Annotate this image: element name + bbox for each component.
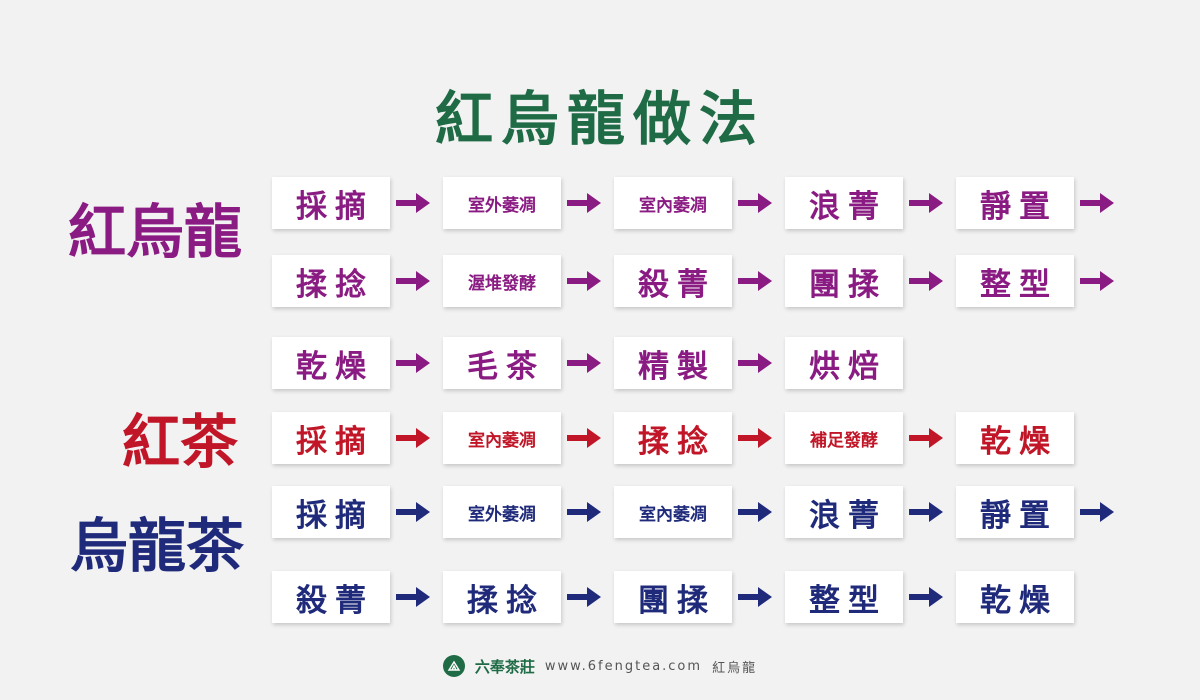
category-label-hong-wulong: 紅烏龍 (68, 198, 243, 266)
arrow-right-icon (567, 353, 601, 373)
arrow-right-icon (738, 502, 772, 522)
arrow-right-icon (567, 502, 601, 522)
process-step: 採摘 (272, 177, 390, 229)
process-step: 團揉 (785, 255, 903, 307)
arrow-right-icon (1080, 193, 1114, 213)
arrow-right-icon (909, 271, 943, 291)
arrow-right-icon (909, 193, 943, 213)
arrow-right-icon (396, 502, 430, 522)
footer-url[interactable]: www.6fengtea.com (544, 658, 703, 674)
arrow-right-icon (567, 193, 601, 213)
process-step: 殺菁 (272, 571, 390, 623)
process-step: 揉捻 (272, 255, 390, 307)
arrow-right-icon (396, 271, 430, 291)
arrow-right-icon (567, 428, 601, 448)
process-step: 烘焙 (785, 337, 903, 389)
page-title: 紅烏龍做法 (434, 85, 765, 153)
arrow-right-icon (567, 587, 601, 607)
arrow-right-icon (909, 428, 943, 448)
process-step: 團揉 (614, 571, 732, 623)
arrow-right-icon (396, 428, 430, 448)
process-step: 室外萎凋 (443, 177, 561, 229)
process-step: 靜置 (956, 486, 1074, 538)
footer-brand: 六奉茶莊 (474, 657, 535, 676)
arrow-right-icon (738, 587, 772, 607)
process-step: 乾燥 (272, 337, 390, 389)
process-step: 室內萎凋 (614, 486, 732, 538)
process-step: 採摘 (272, 412, 390, 464)
footer-tag: 紅烏龍 (712, 660, 758, 676)
process-step: 整型 (956, 255, 1074, 307)
process-step: 乾燥 (956, 412, 1074, 464)
process-step: 精製 (614, 337, 732, 389)
process-step: 揉捻 (443, 571, 561, 623)
arrow-right-icon (738, 271, 772, 291)
arrow-right-icon (738, 353, 772, 373)
arrow-right-icon (1080, 271, 1114, 291)
process-step: 室內萎凋 (614, 177, 732, 229)
process-step: 室外萎凋 (443, 486, 561, 538)
process-step: 整型 (785, 571, 903, 623)
process-step: 揉捻 (614, 412, 732, 464)
process-step: 靜置 (956, 177, 1074, 229)
category-label-wulongcha: 烏龍茶 (70, 512, 245, 580)
process-step: 殺菁 (614, 255, 732, 307)
arrow-right-icon (396, 193, 430, 213)
process-step: 室內萎凋 (443, 412, 561, 464)
arrow-right-icon (567, 271, 601, 291)
arrow-right-icon (396, 353, 430, 373)
tea-logo-icon (442, 655, 465, 677)
arrow-right-icon (909, 587, 943, 607)
process-step: 補足發酵 (785, 412, 903, 464)
process-step: 乾燥 (956, 571, 1074, 623)
process-step: 採摘 (272, 486, 390, 538)
process-step: 浪菁 (785, 177, 903, 229)
arrow-right-icon (738, 428, 772, 448)
category-label-hongcha: 紅茶 (122, 408, 239, 476)
arrow-right-icon (396, 587, 430, 607)
arrow-right-icon (738, 193, 772, 213)
arrow-right-icon (1080, 502, 1114, 522)
process-step: 浪菁 (785, 486, 903, 538)
footer: 六奉茶莊 www.6fengtea.com 紅烏龍 (0, 652, 1200, 680)
arrow-right-icon (909, 502, 943, 522)
process-step: 毛茶 (443, 337, 561, 389)
process-step: 渥堆發酵 (443, 255, 561, 307)
